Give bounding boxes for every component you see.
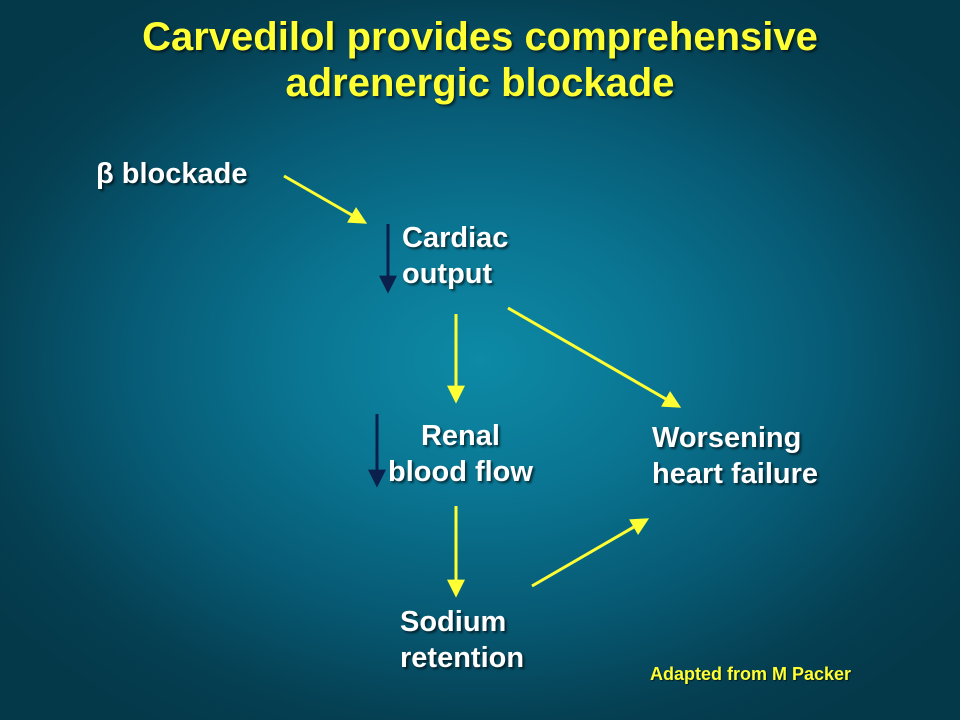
node-beta-blockade-label: β blockade xyxy=(96,158,248,190)
node-cardiac-output-line-2: output xyxy=(402,258,493,290)
node-cardiac-output: Cardiac output xyxy=(402,220,508,292)
node-renal-blood-flow-line-1: Renal xyxy=(420,420,500,452)
node-worsening-heart-failure-line-2: heart failure xyxy=(652,458,818,490)
node-sodium-retention: Sodium retention xyxy=(400,604,524,676)
node-sodium-retention-line-2: retention xyxy=(400,642,525,674)
arrow-sodium-to-worsening xyxy=(531,518,650,588)
arrow-beta-to-cardiac xyxy=(283,174,368,224)
node-renal-blood-flow: Renal blood flow xyxy=(388,418,533,490)
node-cardiac-output-line-1: Cardiac xyxy=(402,222,509,254)
arrow-cardiac-to-worsening xyxy=(507,306,682,408)
source-credit: Adapted from M Packer xyxy=(650,664,852,684)
slide-title: Carvedilol provides comprehensive adrene… xyxy=(0,14,960,106)
node-worsening-heart-failure: Worsening heart failure xyxy=(652,420,818,492)
node-sodium-retention-line-1: Sodium xyxy=(400,606,507,638)
slide-title-line-1: Carvedilol provides comprehensive xyxy=(142,15,818,59)
slide-title-line-2: adrenergic blockade xyxy=(285,61,675,105)
node-beta-blockade: β blockade xyxy=(96,156,247,192)
node-renal-blood-flow-line-2: blood flow xyxy=(388,456,533,488)
node-worsening-heart-failure-line-1: Worsening xyxy=(652,422,802,454)
